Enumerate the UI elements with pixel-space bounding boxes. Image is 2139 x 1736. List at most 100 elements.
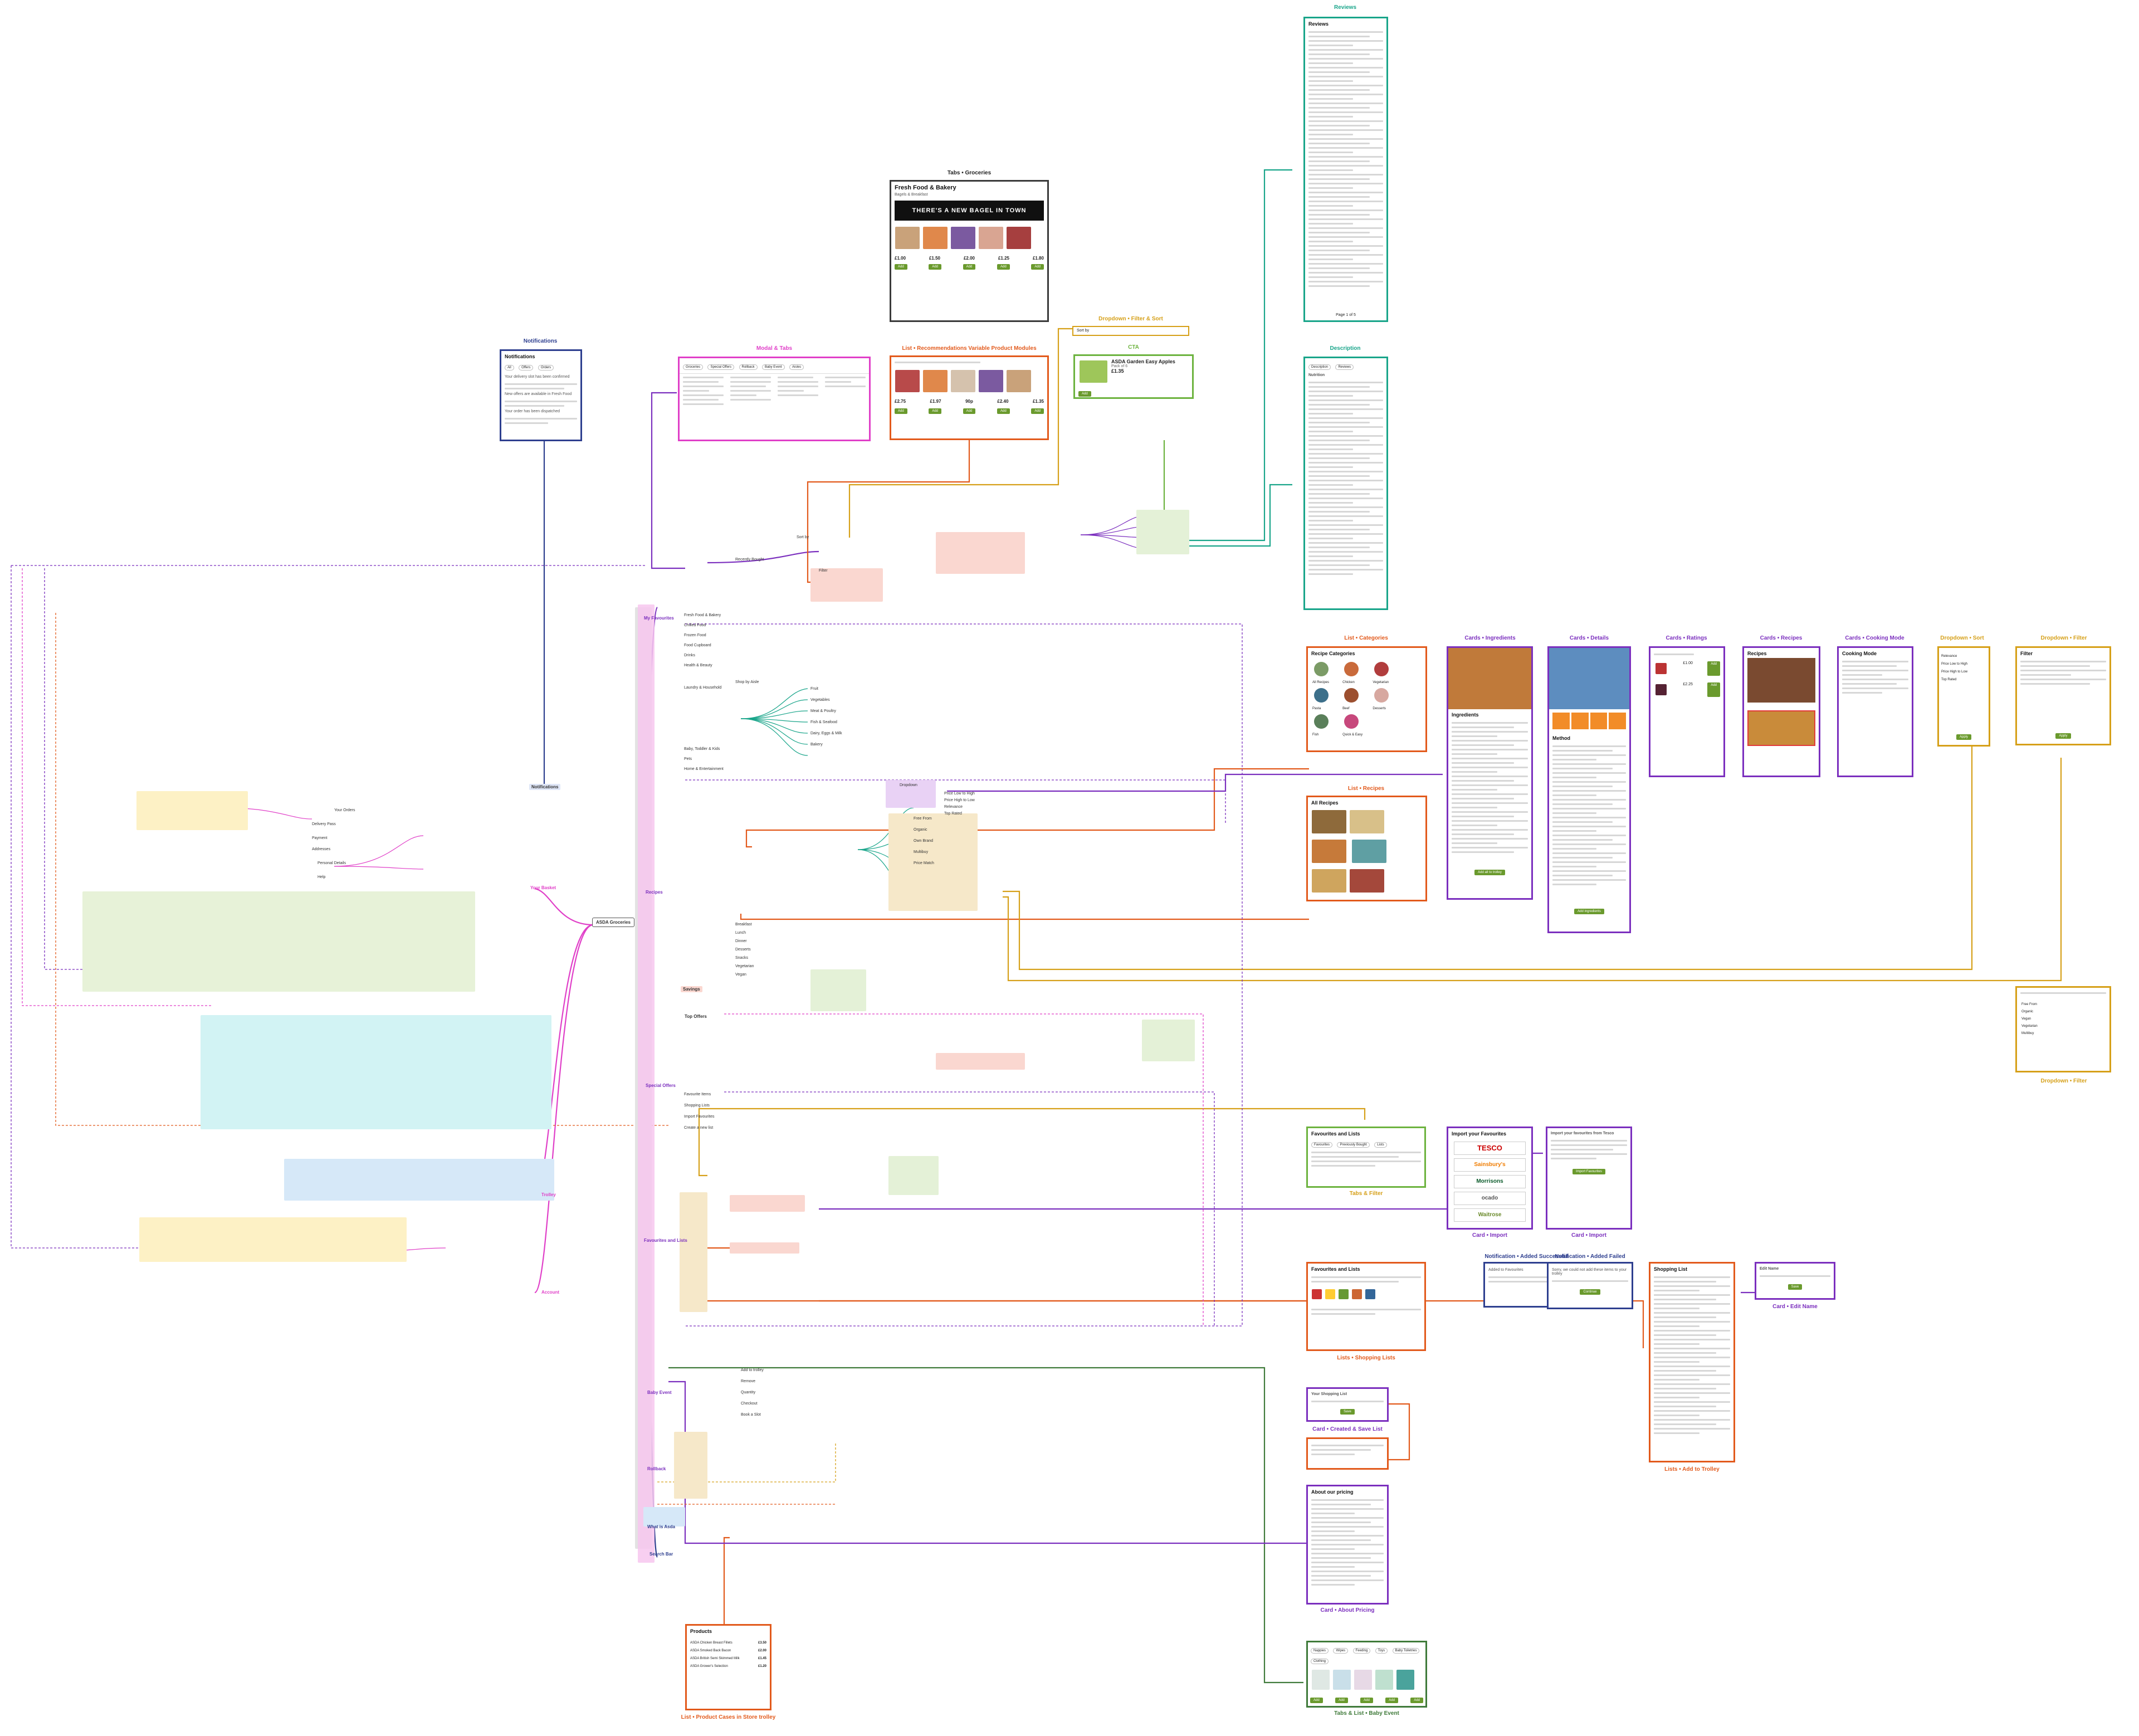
modal-tab[interactable]: Groceries — [683, 364, 703, 370]
tree-node[interactable]: Fruit — [810, 686, 818, 691]
root-node[interactable]: ASDA Groceries — [592, 918, 634, 927]
category-label[interactable]: Pasta — [1312, 707, 1338, 710]
baby-tab[interactable]: Toys — [1375, 1648, 1388, 1654]
hub-trolley[interactable]: Trolley — [539, 1191, 558, 1198]
continue-button[interactable]: Continue — [1580, 1289, 1600, 1295]
tree-node[interactable]: Sort by — [797, 535, 809, 540]
tree-node[interactable]: Meat & Poultry — [810, 709, 836, 714]
category-label[interactable]: Vegetarian — [1373, 681, 1398, 684]
modal-tab[interactable]: Aisles — [789, 364, 804, 370]
category-label[interactable]: Chicken — [1342, 681, 1368, 684]
tree-node[interactable]: Delivery Pass — [312, 822, 336, 827]
cta-add-button[interactable]: Add — [1078, 391, 1091, 397]
add-ingredients-button[interactable]: Add ingredients — [1574, 909, 1604, 914]
tree-node[interactable]: Own Brand — [914, 838, 933, 843]
tree-node[interactable]: Top Rated — [944, 811, 962, 816]
notification-item[interactable]: Your order has been dispatched — [501, 409, 580, 415]
tree-node[interactable]: Your Orders — [334, 808, 355, 813]
tree-node[interactable]: Dinner — [735, 939, 747, 944]
filter-option[interactable]: Organic — [2021, 1010, 2105, 1013]
tree-node[interactable]: Book a Slot — [741, 1412, 761, 1417]
tree-node[interactable]: Price Low to High — [944, 791, 975, 796]
sort-option[interactable]: Top Rated — [1941, 678, 1986, 681]
tree-node[interactable]: Health & Beauty — [684, 663, 712, 668]
fav-tab[interactable]: Favourites — [1311, 1142, 1332, 1148]
hub-recipes[interactable]: Recipes — [643, 889, 665, 896]
tree-node[interactable]: Food Cupboard — [684, 643, 711, 648]
tree-node[interactable]: Pets — [684, 757, 692, 762]
modal-tab[interactable]: Rollback — [739, 364, 758, 370]
tree-node[interactable]: Relevance — [944, 804, 963, 810]
baby-tab[interactable]: Clothing — [1311, 1659, 1329, 1664]
tree-node[interactable]: Breakfast — [735, 922, 752, 927]
notification-item[interactable]: Your delivery slot has been confirmed — [501, 375, 580, 381]
tree-node[interactable]: Payment — [312, 836, 328, 841]
tree-node[interactable]: Lunch — [735, 930, 746, 935]
tree-node[interactable]: Vegetables — [810, 698, 830, 703]
filter-option[interactable]: Vegan — [2021, 1017, 2105, 1021]
tree-node[interactable]: Frozen Food — [684, 633, 706, 638]
notifications-tab-all[interactable]: All — [505, 365, 514, 370]
tree-node[interactable]: Addresses — [312, 847, 330, 852]
hub-search-bar[interactable]: Search Bar — [647, 1550, 675, 1558]
groceries-banner[interactable]: THERE'S A NEW BAGEL IN TOWN — [895, 201, 1044, 221]
tree-node[interactable]: Help — [318, 875, 325, 880]
baby-tab[interactable]: Baby Toiletries — [1393, 1648, 1420, 1654]
tree-node[interactable]: Organic — [914, 827, 927, 832]
category-label[interactable]: Beef — [1342, 707, 1368, 710]
hub-favourites-lists[interactable]: Favourites and Lists — [642, 1237, 690, 1244]
tree-node[interactable]: Desserts — [735, 947, 751, 952]
filter-apply-button[interactable]: Apply — [2055, 733, 2070, 739]
tree-node[interactable]: Add to trolley — [741, 1368, 764, 1373]
tree-node[interactable]: Remove — [741, 1379, 755, 1384]
fav-tab[interactable]: Lists — [1374, 1142, 1386, 1148]
sort-apply-button[interactable]: Apply — [1956, 734, 1971, 740]
notifications-tab-offers[interactable]: Offers — [519, 365, 533, 370]
hub-rollback[interactable]: Rollback — [645, 1465, 668, 1472]
tree-node[interactable]: Free From — [914, 816, 932, 821]
category-label[interactable]: Fish — [1312, 733, 1338, 737]
tree-node[interactable]: Drinks — [684, 653, 695, 658]
brand-morrisons[interactable]: Morrisons — [1454, 1175, 1526, 1188]
baby-tab[interactable]: Nappies — [1311, 1648, 1329, 1654]
notification-item[interactable]: New offers are available in Fresh Food — [501, 392, 580, 398]
tree-node[interactable]: Shopping Lists — [684, 1103, 710, 1108]
tree-node[interactable]: Quantity — [741, 1390, 755, 1395]
hub-savings[interactable]: Savings — [681, 986, 702, 992]
tree-node[interactable]: Laundry & Household — [684, 685, 721, 690]
tree-node[interactable]: Bakery — [810, 742, 823, 747]
tree-node[interactable]: Personal Details — [318, 861, 346, 866]
category-label[interactable]: All Recipes — [1312, 681, 1338, 684]
tree-node[interactable]: Dropdown — [900, 783, 917, 788]
add-all-button[interactable]: Add all to trolley — [1474, 870, 1505, 875]
category-label[interactable]: Quick & Easy — [1342, 733, 1368, 737]
save-list-button[interactable]: Save — [1340, 1409, 1355, 1415]
description-tab[interactable]: Description — [1308, 364, 1331, 370]
tree-node[interactable]: Multibuy — [914, 850, 928, 855]
hub-your-basket[interactable]: Your Basket — [528, 884, 558, 891]
import-favourites-button[interactable]: Import Favourites — [1572, 1169, 1605, 1174]
baby-tab[interactable]: Wipes — [1333, 1648, 1348, 1654]
tree-node[interactable]: Fish & Seafood — [810, 720, 837, 725]
sort-option[interactable]: Price High to Low — [1941, 670, 1986, 674]
tree-node[interactable]: Checkout — [741, 1401, 758, 1406]
tree-node[interactable]: Snacks — [735, 955, 748, 960]
tree-node[interactable]: Filter — [819, 568, 828, 573]
sort-option[interactable]: Relevance — [1941, 655, 1986, 658]
reviews-pagination[interactable]: Page 1 of 5 — [1305, 313, 1386, 317]
tree-node[interactable]: Vegetarian — [735, 964, 754, 969]
brand-sainsburys[interactable]: Sainsbury's — [1454, 1158, 1526, 1172]
tree-node[interactable]: Recently Bought — [735, 557, 764, 562]
tree-node[interactable]: Create a new list — [684, 1125, 713, 1130]
hub-top-offers[interactable]: Top Offers — [682, 1013, 709, 1020]
brand-ocado[interactable]: ocado — [1454, 1192, 1526, 1205]
brand-tesco[interactable]: TESCO — [1454, 1142, 1526, 1155]
hub-account[interactable]: Account — [539, 1289, 561, 1296]
baby-tab[interactable]: Feeding — [1353, 1648, 1371, 1654]
tree-node[interactable]: Dairy, Eggs & Milk — [810, 731, 842, 736]
hub-what-is-asda[interactable]: What is Asda — [645, 1523, 677, 1530]
save-name-button[interactable]: Save — [1788, 1284, 1803, 1290]
description-tab[interactable]: Reviews — [1335, 364, 1354, 370]
filter-option[interactable]: Free From — [2021, 1003, 2105, 1006]
tree-node[interactable]: Import Favourites — [684, 1114, 714, 1119]
